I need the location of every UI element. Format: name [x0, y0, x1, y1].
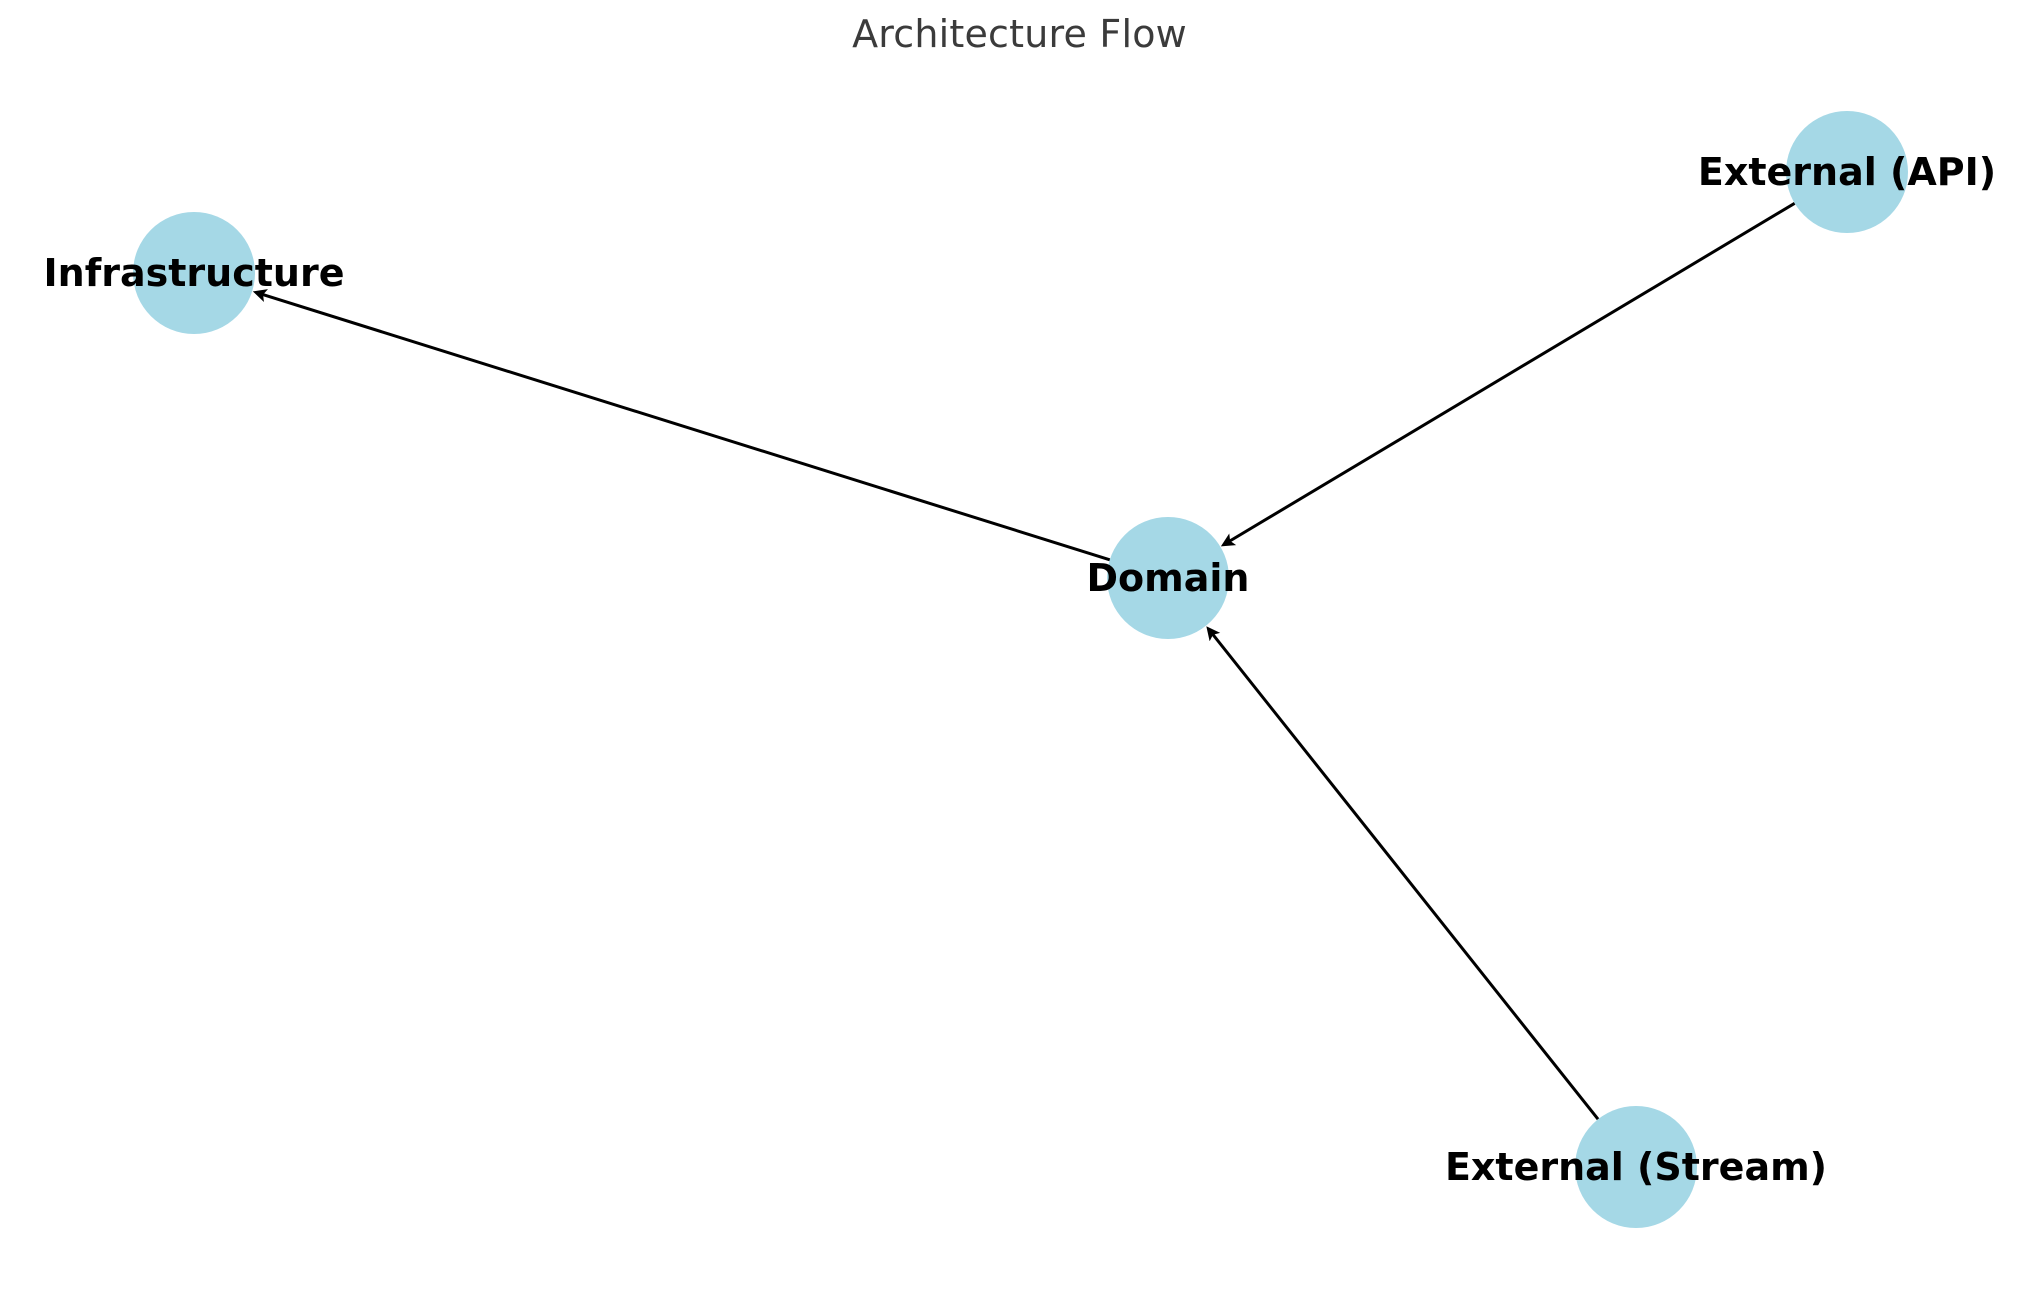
graph-edge-external_stream-to-domain: [1206, 626, 1600, 1121]
graph-node-external_stream[interactable]: [1575, 1106, 1697, 1228]
graph-edge-external_api-to-domain: [1220, 202, 1796, 547]
graph-node-label-infrastructure: Infrastructure: [43, 251, 345, 295]
graph-node-label-external_stream: External (Stream): [1444, 1145, 1828, 1189]
graph-node-label-domain: Domain: [1086, 556, 1250, 600]
graph-node-domain[interactable]: [1107, 517, 1229, 639]
edges-group: [252, 202, 1796, 1121]
graph-node-external_api[interactable]: [1786, 111, 1908, 233]
graph-node-label-external_api: External (API): [1697, 150, 1997, 194]
graph-node-infrastructure[interactable]: [133, 212, 255, 334]
graph-edge-domain-to-infrastructure: [252, 289, 1111, 562]
page-title: Architecture Flow: [852, 12, 1187, 56]
